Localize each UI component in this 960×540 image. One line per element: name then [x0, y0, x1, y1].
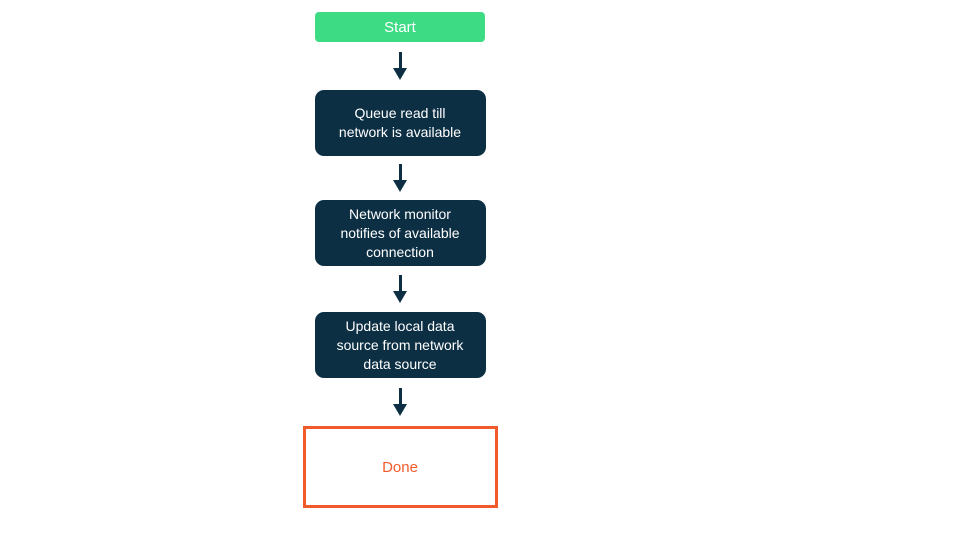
node-label-line: Update local data — [345, 317, 455, 334]
arrow-down-icon — [393, 156, 407, 200]
arrow-down-icon — [393, 42, 407, 90]
flowchart: Start Queue read till network is availab… — [290, 12, 510, 508]
node-label-line: connection — [366, 243, 434, 260]
node-done-label: Done — [382, 458, 418, 476]
node-done: Done — [302, 426, 498, 508]
arrow-shaft — [398, 164, 402, 180]
arrow-down-icon — [393, 266, 407, 312]
node-queue-read: Queue read till network is available — [314, 90, 486, 156]
node-label-line: network is available — [338, 124, 462, 140]
arrow-shaft — [398, 275, 402, 291]
node-network-monitor: Network monitor notifies of available co… — [314, 200, 486, 266]
node-update-local-data: Update local data source from network da… — [314, 312, 486, 378]
arrow-head — [393, 404, 407, 416]
node-start-label: Start — [384, 18, 416, 36]
node-label-line: Network monitor — [349, 205, 451, 222]
arrow-head — [393, 180, 407, 192]
node-start: Start — [315, 12, 485, 42]
node-label-line: Queue read till — [354, 105, 446, 121]
node-label-line: data source — [363, 355, 437, 372]
arrow-head — [393, 68, 407, 80]
arrow-head — [393, 291, 407, 303]
node-label-line: notifies of available — [340, 224, 460, 241]
arrow-down-icon — [393, 378, 407, 426]
arrow-shaft — [398, 388, 402, 404]
arrow-shaft — [398, 52, 402, 68]
node-label-line: source from network — [336, 336, 464, 353]
